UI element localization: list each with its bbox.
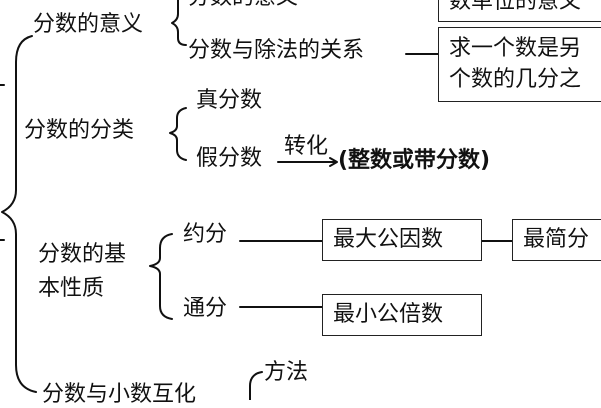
box-ask-line1: 求一个数是另 bbox=[449, 36, 582, 61]
box-simplest-text: 最简分 bbox=[523, 227, 590, 252]
box-simplest: 最简分 bbox=[512, 219, 601, 261]
box-fraction-unit-text: 数单位的意义 bbox=[449, 0, 582, 14]
node-meaning-child: 分数的意义 bbox=[188, 0, 298, 11]
node-proper-fraction: 真分数 bbox=[196, 88, 263, 113]
convert-arrow-head bbox=[329, 157, 338, 167]
node-integer-or-mixed: (整数或带分数) bbox=[338, 148, 491, 173]
node-common-denominator: 通分 bbox=[183, 296, 228, 321]
node-meaning: 分数的意义 bbox=[33, 12, 144, 37]
node-interconvert: 分数与小数互化 bbox=[42, 382, 197, 407]
classification-brace bbox=[169, 107, 187, 161]
node-reduce: 约分 bbox=[183, 222, 228, 247]
node-method: 方法 bbox=[264, 360, 309, 385]
box-ask-line2: 个数的几分之 bbox=[449, 67, 582, 92]
box-fraction-unit: 数单位的意义 bbox=[438, 0, 601, 22]
node-improper-fraction: 假分数 bbox=[196, 146, 263, 171]
main-brace bbox=[1, 35, 37, 393]
node-basic-properties-line2: 本性质 bbox=[38, 276, 105, 301]
node-fraction-division: 分数与除法的关系 bbox=[188, 38, 365, 63]
interconvert-brace bbox=[249, 371, 263, 400]
box-lcm: 最小公倍数 bbox=[322, 294, 482, 336]
basic-brace bbox=[149, 233, 173, 320]
meaning-brace bbox=[171, 0, 187, 46]
label-convert: 转化 bbox=[284, 134, 329, 159]
box-gcf-text: 最大公因数 bbox=[333, 227, 444, 252]
node-classification: 分数的分类 bbox=[24, 118, 135, 143]
box-lcm-text: 最小公倍数 bbox=[333, 302, 444, 327]
node-basic-properties-line1: 分数的基 bbox=[38, 242, 127, 267]
box-ask-fraction: 求一个数是另 个数的几分之 bbox=[438, 27, 601, 102]
box-gcf: 最大公因数 bbox=[322, 219, 482, 261]
